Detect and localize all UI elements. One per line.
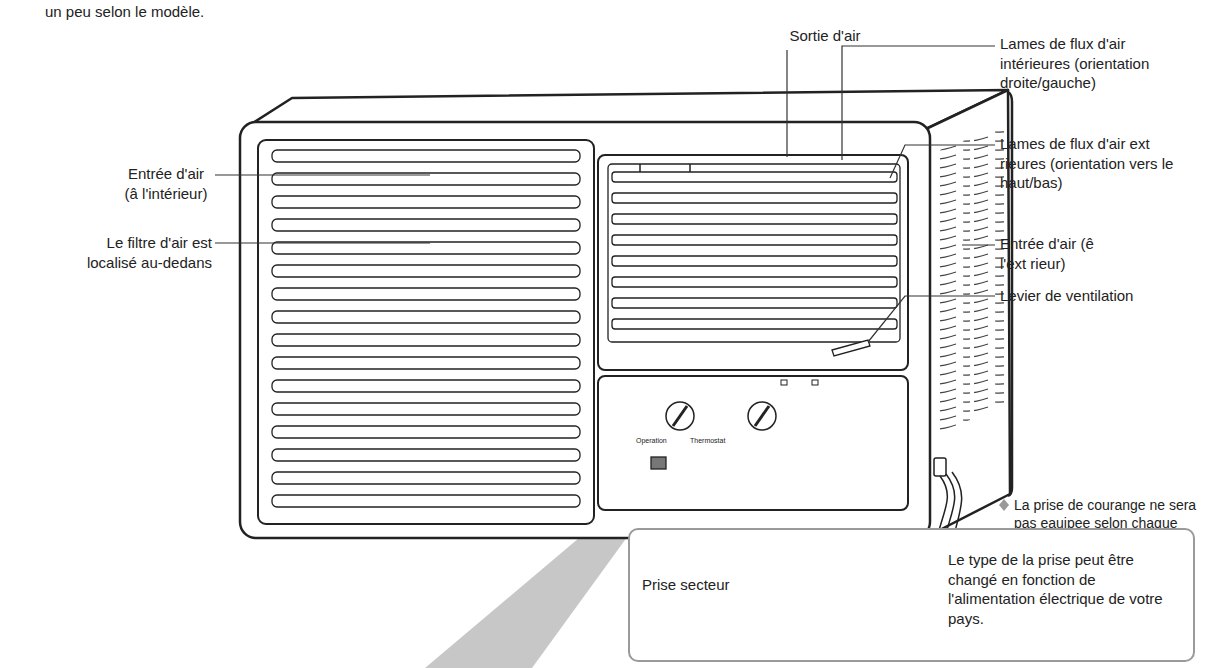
front-grille xyxy=(272,150,580,162)
control-panel xyxy=(673,406,687,426)
air-outlet xyxy=(608,164,900,342)
side-vents xyxy=(940,138,970,432)
control-panel xyxy=(598,376,908,510)
leader-lines xyxy=(215,46,995,584)
leader-lines xyxy=(215,174,430,175)
part-label: Levier de ventilation xyxy=(1000,286,1190,306)
part-label: Lames de flux d'air ext rieures (orienta… xyxy=(1000,134,1190,193)
part-label: Operation xyxy=(636,436,676,445)
front-grille xyxy=(272,242,580,254)
air-outlet xyxy=(612,319,897,329)
callout-box: Prise secteur Le type de la prise peut êt… xyxy=(628,528,1195,662)
front-grille xyxy=(272,196,580,208)
air-outlet xyxy=(832,340,870,356)
front-grille xyxy=(272,334,580,346)
air-outlet xyxy=(598,155,908,370)
side-vents xyxy=(974,124,1004,418)
leader-lines xyxy=(868,296,995,342)
front-grille xyxy=(258,140,594,524)
unit-body xyxy=(240,122,930,538)
leader-lines xyxy=(842,46,995,160)
bullet-diamond xyxy=(999,499,1009,511)
part-label: Sortie d'air xyxy=(760,26,890,46)
control-panel xyxy=(598,376,908,510)
front-grille xyxy=(272,265,580,277)
control-panel xyxy=(812,380,818,385)
air-outlet xyxy=(612,172,897,182)
callout-note: Le type de la prise peut être changé en … xyxy=(948,550,1182,628)
front-grille xyxy=(272,357,580,369)
control-panel xyxy=(651,457,666,469)
unit-body xyxy=(240,90,1012,538)
part-label: Entrée d'air (ê l'ext rieur) xyxy=(1000,234,1100,273)
control-panel xyxy=(748,402,776,430)
front-grille xyxy=(272,288,580,300)
front-grille xyxy=(272,311,580,323)
leader-lines xyxy=(962,244,995,245)
air-outlet xyxy=(612,256,897,266)
control-panel xyxy=(755,406,769,426)
air-outlet xyxy=(598,155,908,370)
air-outlet xyxy=(612,214,897,224)
part-label: un peu selon le modèle. xyxy=(45,2,265,22)
air-outlet xyxy=(612,298,897,308)
front-grille xyxy=(272,449,580,461)
part-label: Lames de flux d'air intérieures (orienta… xyxy=(1000,34,1190,93)
air-outlet xyxy=(612,235,897,245)
air-outlet xyxy=(612,193,897,203)
leader-lines xyxy=(786,50,787,157)
front-grille xyxy=(272,495,580,507)
front-grille xyxy=(272,219,580,231)
leader-lines xyxy=(890,145,995,178)
front-grille xyxy=(272,403,580,415)
part-label: Thermostat xyxy=(690,436,734,445)
front-grille xyxy=(272,380,580,392)
callout-title: Prise secteur xyxy=(642,575,762,595)
front-grille xyxy=(272,426,580,438)
side-vents xyxy=(940,124,1004,432)
front-grille xyxy=(258,140,594,524)
air-outlet xyxy=(612,277,897,287)
control-panel xyxy=(666,402,694,430)
part-label: Le filtre d'air est localisé au-dedans xyxy=(78,233,212,272)
leader-lines xyxy=(215,242,430,243)
power-cord xyxy=(934,458,946,476)
control-panel xyxy=(781,380,787,385)
unit-body xyxy=(928,90,1010,536)
front-grille xyxy=(272,472,580,484)
part-label: Entrée d'air (â l'intérieur) xyxy=(120,164,212,203)
